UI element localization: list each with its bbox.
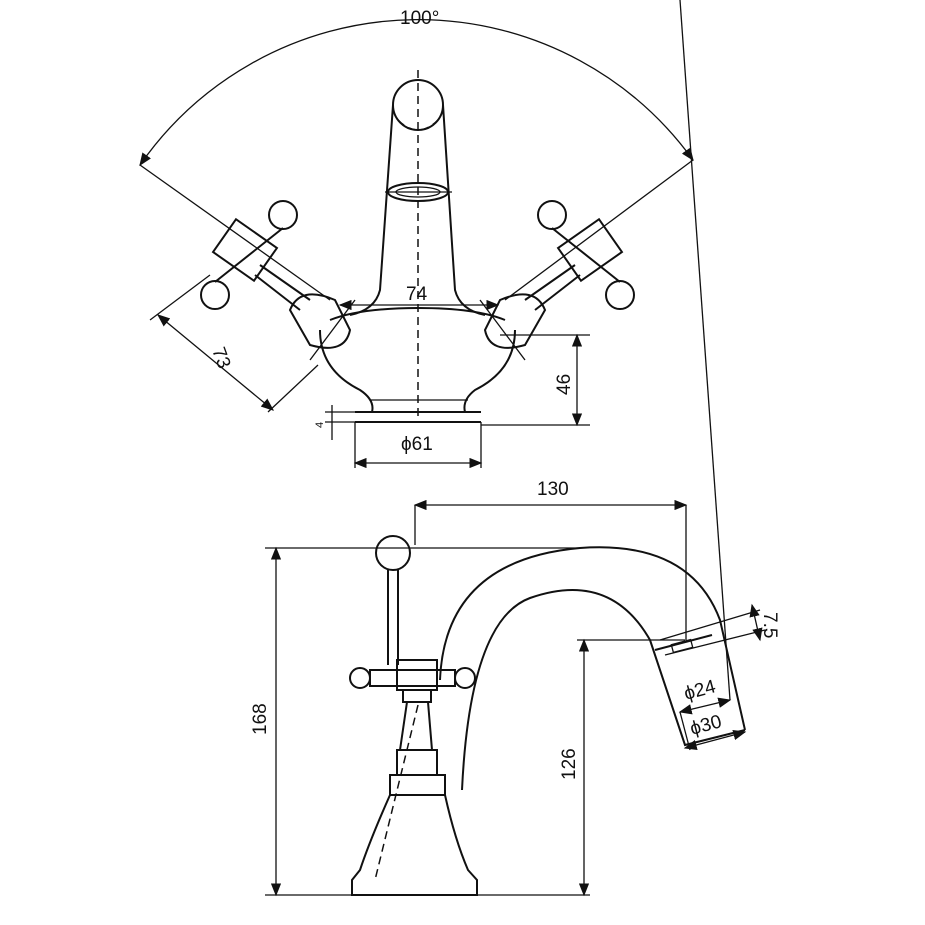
angle-dimension-arc (139, 18, 694, 167)
dimension-phi61: ϕ61 (401, 434, 433, 455)
dimension-168: 168 (250, 703, 271, 735)
dimension-130: 130 (537, 479, 569, 500)
dimension-7-5: 7.5 (759, 612, 780, 638)
dimension-phi24: ϕ24 (682, 676, 719, 705)
dimension-126: 126 (559, 748, 580, 780)
dimension-74: 74 (406, 284, 428, 305)
dimension-4: 4 (314, 422, 326, 428)
dimension-46: 46 (554, 374, 575, 395)
dimension-phi30: ϕ30 (688, 711, 724, 740)
right-handle (479, 200, 635, 361)
left-handle (200, 200, 356, 361)
side-view: 130 168 126 7.5 ϕ24 ϕ30 (250, 0, 780, 897)
dimension-100deg: 100° (400, 8, 439, 29)
front-view: 74 73 46 4 ϕ61 100° (139, 8, 694, 469)
dimension-73: 73 (207, 345, 234, 372)
